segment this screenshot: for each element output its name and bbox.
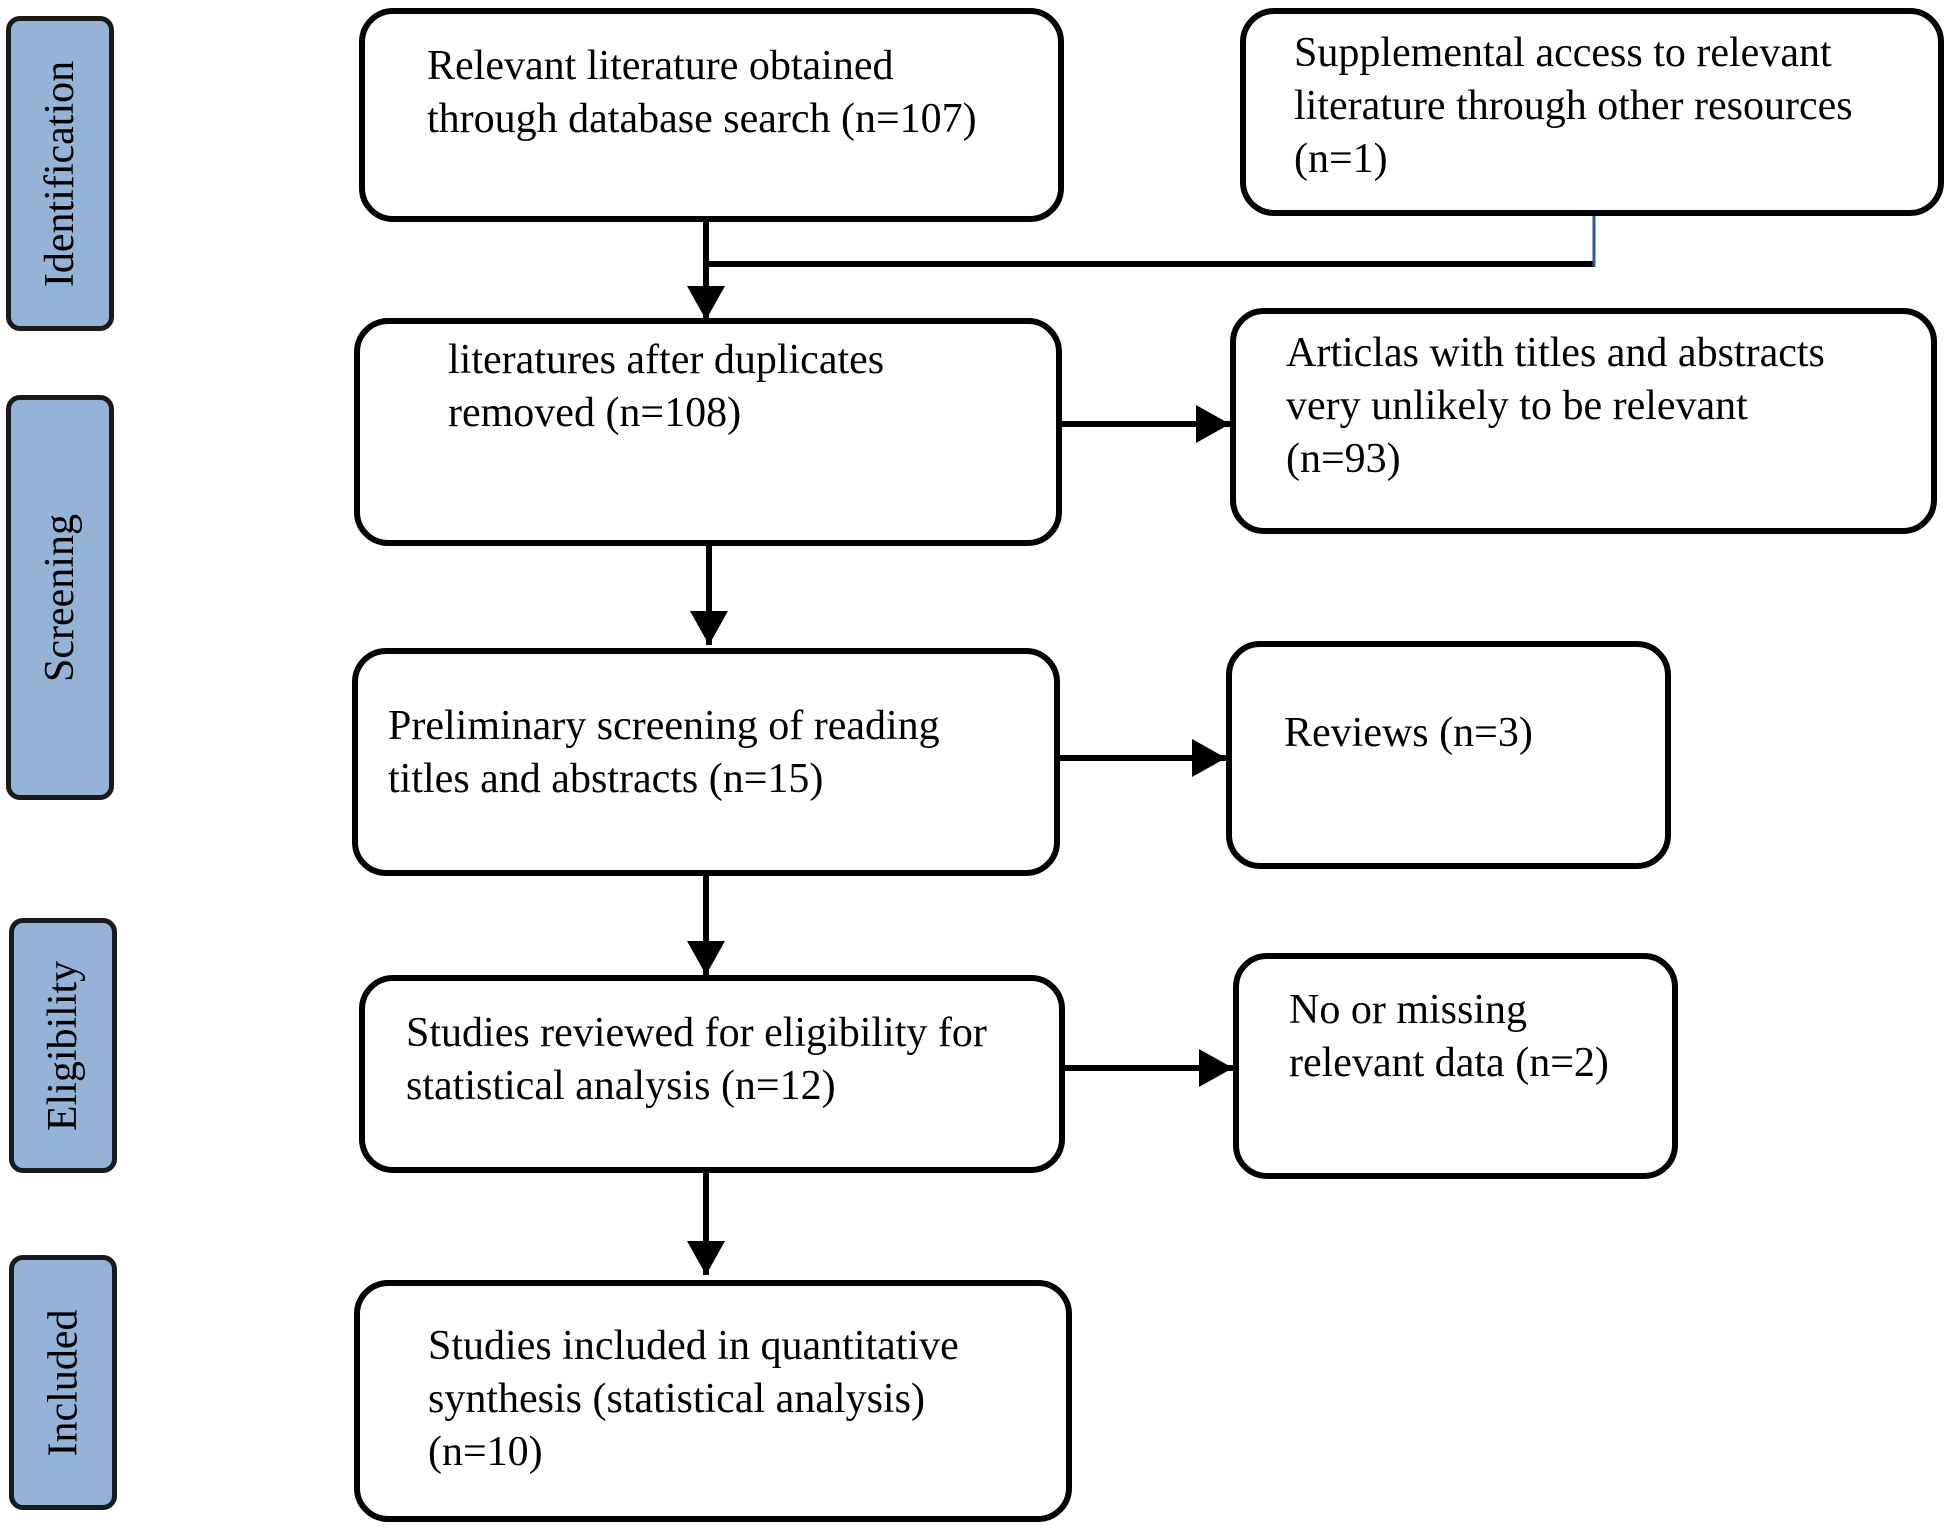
box-duplicates-removed-line-2: removed (n=108) [448,390,742,436]
box-preliminary-screening: Preliminary screening of reading titles … [352,648,1060,876]
stage-identification: Identification [6,16,114,331]
box-eligibility-review-line-2: statistical analysis (n=12) [406,1063,836,1109]
box-preliminary-screening-line-2: titles and abstracts (n=15) [388,756,824,802]
box-duplicates-removed-line-1: literatures after duplicates [448,337,885,383]
stage-screening-label: Screening [37,513,84,682]
stage-included: Included [9,1255,117,1510]
box-missing-data-line-1: No or missing [1289,987,1528,1033]
box-other-resources: Supplemental access to relevant literatu… [1240,8,1944,216]
box-eligibility-review-line-1: Studies reviewed for eligibility for [406,1010,987,1056]
box-included-studies: Studies included in quantitative synthes… [354,1280,1072,1522]
box-database-search-line-1: Relevant literature obtained [427,43,894,89]
box-reviews: Reviews (n=3) [1226,641,1671,869]
box-duplicates-removed: literatures after duplicates removed (n=… [354,318,1062,546]
stage-identification-label: Identification [37,60,83,287]
box-other-resources-line-2: literature through other resources [1294,83,1853,129]
box-database-search: Relevant literature obtained through dat… [359,8,1064,222]
box-reviews-line-1: Reviews (n=3) [1284,710,1533,756]
box-preliminary-screening-line-1: Preliminary screening of reading [388,703,940,749]
box-other-resources-line-1: Supplemental access to relevant [1294,30,1832,76]
box-included-studies-line-2: synthesis (statistical analysis) [428,1376,925,1422]
stage-included-label: Included [40,1309,87,1456]
box-excluded-unlikely-line-3: (n=93) [1286,436,1401,482]
box-database-search-line-2: through database search (n=107) [427,96,977,142]
box-included-studies-line-3: (n=10) [428,1429,543,1475]
stage-eligibility: Eligibility [9,918,117,1173]
box-excluded-unlikely-line-2: very unlikely to be relevant [1286,383,1748,429]
box-excluded-unlikely: Articlas with titles and abstracts very … [1230,308,1937,534]
box-excluded-unlikely-line-1: Articlas with titles and abstracts [1286,330,1825,376]
box-missing-data-line-2: relevant data (n=2) [1289,1040,1609,1086]
stage-eligibility-label: Eligibility [40,960,86,1131]
box-eligibility-review: Studies reviewed for eligibility for sta… [359,975,1065,1173]
box-included-studies-line-1: Studies included in quantitative [428,1323,959,1369]
stage-screening: Screening [6,395,114,800]
box-missing-data: No or missing relevant data (n=2) [1233,953,1678,1179]
box-other-resources-line-3: (n=1) [1294,136,1388,182]
